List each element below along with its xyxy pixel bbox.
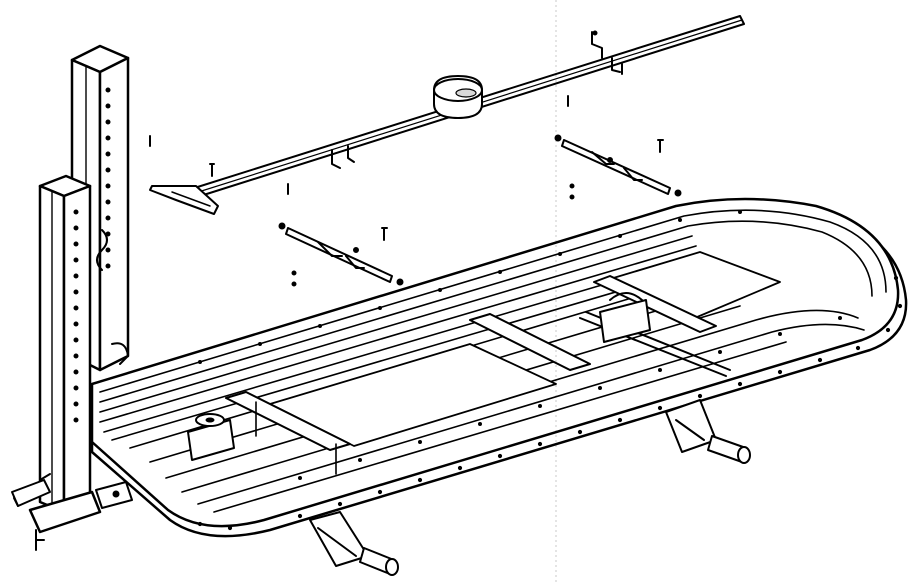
rail-bolts [198,210,842,480]
roller-wheels [359,435,751,576]
cross-bracket-left [278,222,404,287]
center-support [187,292,651,461]
tower-clamp [11,473,133,509]
skirt-holes [197,275,903,531]
short-tower-left [28,174,102,551]
measuring-gauge [433,75,483,119]
anchor-bolts [149,95,664,241]
tower-holes [73,209,79,423]
tower-holes [105,87,111,269]
cross-bracket-right [554,134,682,200]
support-legs [309,399,717,567]
